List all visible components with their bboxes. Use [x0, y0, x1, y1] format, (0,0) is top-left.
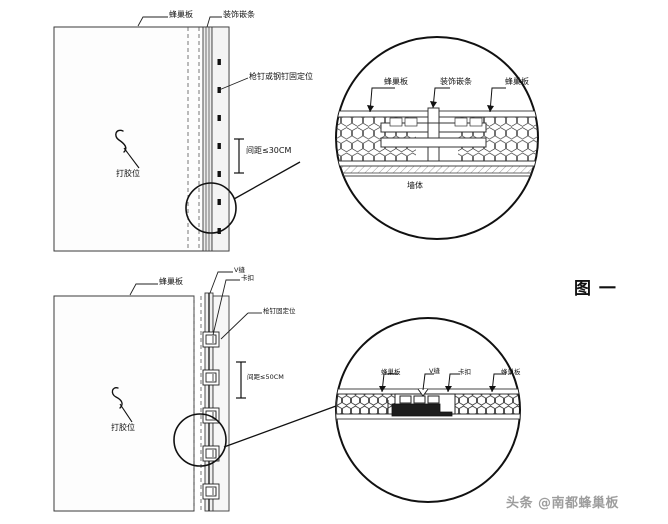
top-detail-circle: [335, 36, 539, 240]
bottom-detail-circle: [335, 317, 521, 503]
label-detail-top-panel-left: 蜂巢板: [384, 77, 408, 86]
label-top-panel: 蜂巢板: [169, 10, 193, 19]
dimension-50cm: [236, 361, 246, 399]
label-bottom-panel: 蜂巢板: [159, 277, 183, 286]
label-bottom-nail-position: 枪钉固定位: [263, 307, 296, 315]
label-bottom-v-groove: V缝: [234, 266, 245, 274]
label-detail-bottom-v-groove: V缝: [429, 367, 440, 375]
label-top-trim-strip: 装饰嵌条: [223, 10, 255, 19]
label-detail-bottom-clip: 卡扣: [458, 368, 471, 376]
label-bottom-spacing: 间距≤50CM: [247, 373, 284, 381]
top-elevation-view: [53, 16, 301, 252]
label-detail-top-wall: 墙体: [407, 181, 423, 190]
label-detail-bottom-panel-left: 蜂巢板: [381, 368, 401, 376]
label-detail-bottom-panel-right: 蜂巢板: [501, 368, 521, 376]
dimension-30cm: [234, 138, 244, 174]
label-top-spacing: 间距≤30CM: [246, 146, 292, 155]
label-top-glue-position: 打胶位: [116, 169, 140, 178]
label-top-nail-position: 枪钉或钢钉固定位: [249, 72, 313, 81]
bottom-elevation-view: [53, 271, 337, 512]
label-bottom-glue-position: 打胶位: [111, 423, 135, 432]
label-detail-top-trim-strip: 装饰嵌条: [440, 77, 472, 86]
figure-number: 图 一: [574, 279, 617, 299]
label-bottom-clip: 卡扣: [241, 274, 254, 282]
label-detail-top-panel-right: 蜂巢板: [505, 77, 529, 86]
watermark: 头条 @南都蜂巢板: [506, 496, 620, 511]
